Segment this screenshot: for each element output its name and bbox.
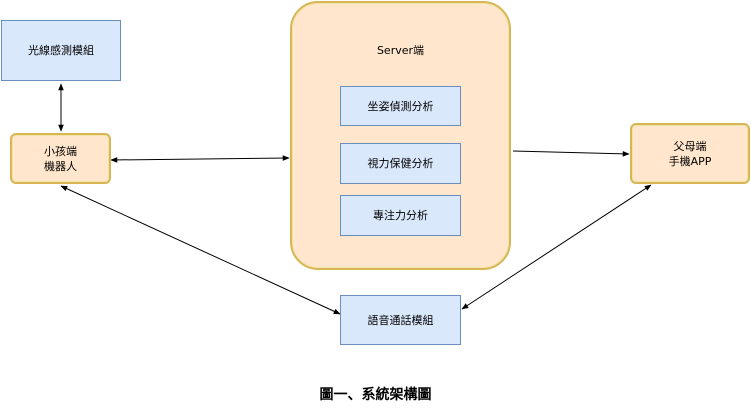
- posture-analysis-label: 坐姿偵測分析: [367, 99, 434, 113]
- figure-caption: 圖一、系統架構圖: [319, 387, 432, 403]
- edge-robot-voice: [60, 185, 341, 315]
- parent-app-label: 父母端 手機APP: [668, 139, 712, 168]
- focus-analysis-node: 專注力分析: [340, 195, 461, 236]
- light-sensor-module-label: 光線感測模組: [28, 44, 94, 57]
- child-robot-label: 小孩端 機器人: [44, 144, 77, 173]
- parent-app-node: 父母端 手機APP: [630, 123, 750, 184]
- vision-care-analysis-label: 視力保健分析: [367, 157, 434, 170]
- focus-analysis-label: 專注力分析: [373, 209, 428, 222]
- edge-voice-parent: [461, 184, 652, 310]
- server-label: Server端: [376, 44, 425, 57]
- posture-analysis-node: 坐姿偵測分析: [340, 86, 461, 126]
- light-sensor-module-node: 光線感測模組: [1, 20, 121, 81]
- voice-call-module-node: 語音通話模組: [340, 295, 461, 345]
- child-robot-node: 小孩端 機器人: [10, 133, 111, 184]
- edge-robot-server: [110, 155, 290, 163]
- vision-care-analysis-node: 視力保健分析: [340, 143, 461, 184]
- voice-call-module-label: 語音通話模組: [367, 313, 434, 327]
- edge-server-parent: [512, 150, 630, 157]
